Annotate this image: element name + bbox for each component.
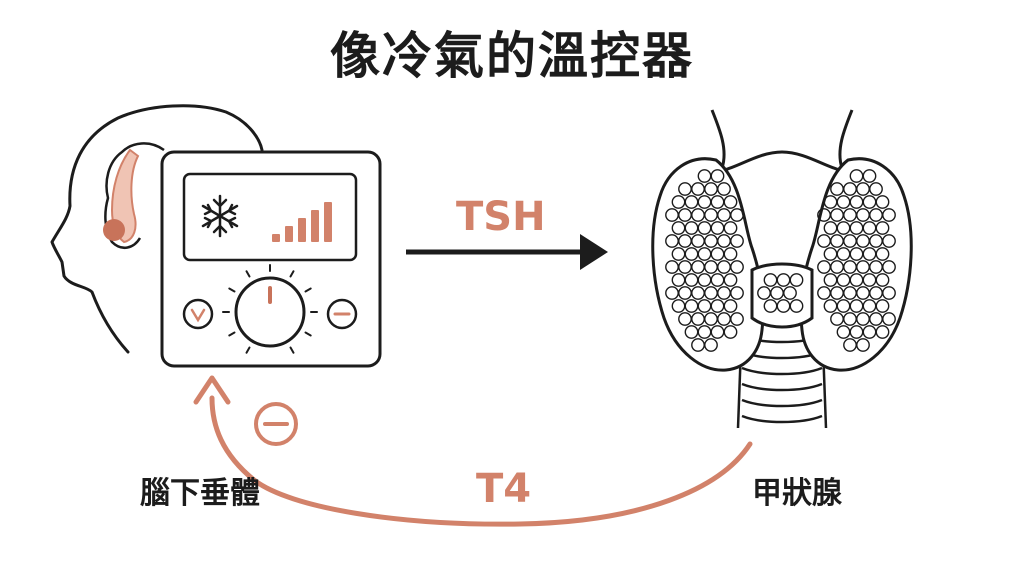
thyroid-follicles: [665, 169, 896, 352]
thyroid-follicle: [882, 234, 896, 248]
dial-tick: [304, 287, 312, 293]
signal-bar: [285, 226, 293, 242]
thyroid-follicle: [730, 286, 744, 300]
thyroid-follicle: [869, 182, 883, 196]
t4-arrowhead: [193, 375, 231, 405]
thyroid-follicle: [875, 247, 890, 261]
signal-bars-icon: [272, 202, 332, 242]
dial-tick: [289, 346, 295, 354]
thyroid-follicle: [704, 338, 718, 352]
trachea-ring: [741, 382, 823, 392]
thyroid-follicle: [730, 234, 744, 248]
tsh-arrowhead: [580, 234, 608, 270]
thyroid-follicle: [717, 182, 731, 196]
signal-bar: [272, 234, 280, 242]
chevron-down-icon: [190, 308, 206, 323]
thyroid-follicle: [723, 325, 738, 339]
down-button[interactable]: [182, 298, 214, 330]
t4-feedback-curve: [209, 395, 753, 527]
thyroid-follicle: [882, 260, 896, 274]
thyroid-follicle: [875, 325, 890, 339]
thyroid-follicle: [730, 260, 744, 274]
signal-bar: [298, 218, 306, 242]
thyroid-follicle: [789, 273, 804, 287]
thyroid-follicle: [730, 208, 744, 222]
dial-ticks: [222, 264, 318, 354]
thyroid-follicle: [882, 312, 896, 326]
head-silhouette: [50, 104, 264, 354]
tsh-label: TSH: [456, 194, 546, 240]
thyroid-follicle: [882, 286, 896, 300]
thyroid-follicle: [862, 169, 877, 183]
thyroid-follicle: [723, 195, 738, 209]
dial-tick: [245, 270, 251, 278]
signal-bar: [311, 210, 319, 242]
dial-tick: [289, 270, 295, 278]
thyroid-follicle: [875, 273, 890, 287]
thyroid-follicle: [723, 299, 738, 313]
thyroid-follicle: [710, 169, 725, 183]
thyroid-follicle: [875, 195, 890, 209]
trachea-ring: [741, 414, 823, 424]
thyroid-follicle: [730, 312, 744, 326]
pituitary-label: 腦下垂體: [140, 476, 260, 511]
thyroid-follicle: [875, 221, 890, 235]
t4-label: T4: [476, 466, 532, 512]
signal-bar: [324, 202, 332, 242]
dial-tick: [304, 331, 312, 337]
page-title: 像冷氣的溫控器: [330, 27, 694, 85]
thyroid-label: 甲狀腺: [752, 476, 842, 511]
pituitary-highlight: [110, 148, 140, 244]
pituitary-gland-icon: [103, 219, 125, 241]
trachea-ring: [741, 398, 823, 408]
dial-tick: [228, 331, 236, 337]
thyroid-follicle: [789, 299, 804, 313]
thyroid-follicle: [882, 208, 896, 222]
thyroid-follicle: [723, 221, 738, 235]
thyroid-cartilage: [723, 150, 841, 172]
thyroid-left-lobe: [651, 157, 765, 372]
brain-contour: [104, 142, 165, 250]
thyroid-follicle: [723, 247, 738, 261]
trachea-ring: [741, 366, 823, 376]
thyroid-follicle: [783, 286, 797, 300]
dial-tick: [245, 346, 251, 354]
temperature-dial[interactable]: [234, 276, 306, 348]
thyroid-follicle: [723, 273, 738, 287]
thyroid-follicle: [875, 299, 890, 313]
snowflake-icon: [201, 194, 239, 238]
thyroid-follicle: [856, 338, 870, 352]
dial-tick: [228, 287, 236, 293]
